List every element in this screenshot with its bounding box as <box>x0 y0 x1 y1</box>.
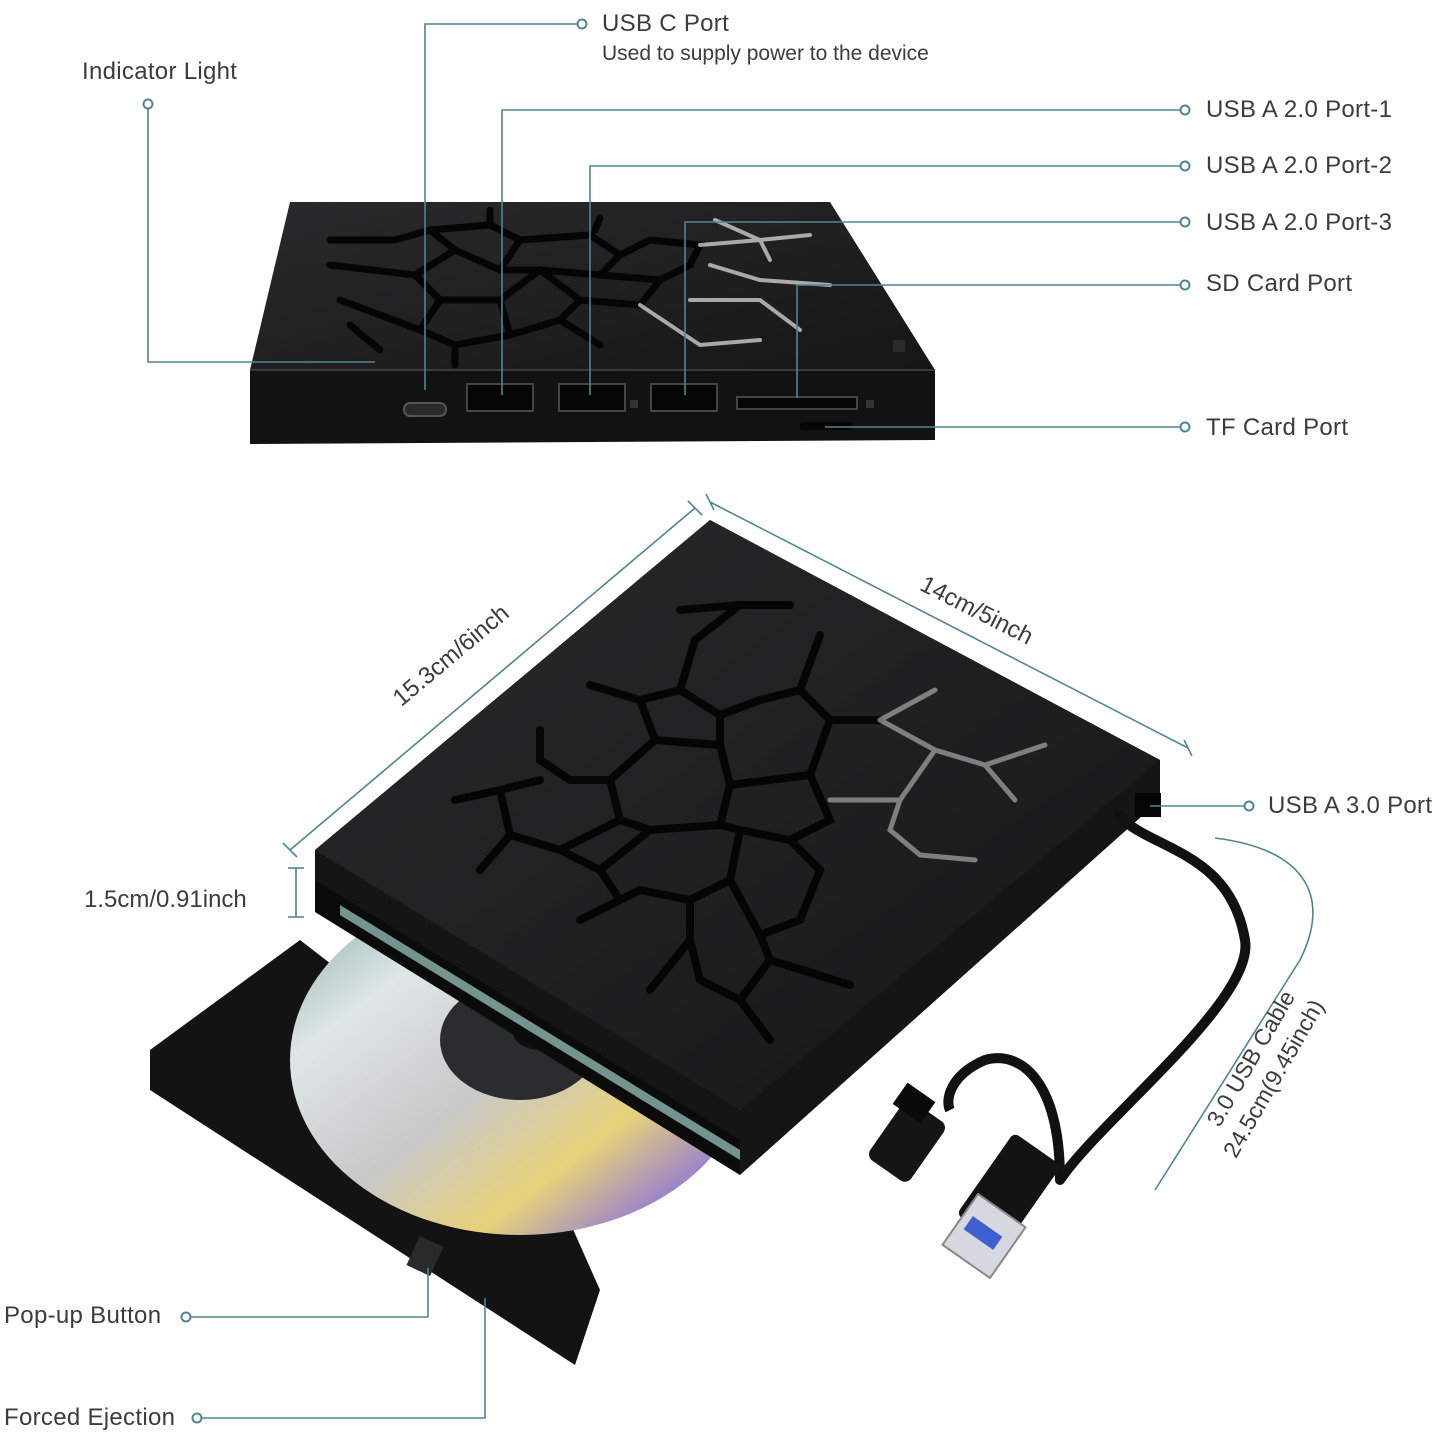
usb-a-port-3-graphic <box>650 383 718 412</box>
label-popup-button: Pop-up Button <box>4 1302 162 1329</box>
usb-a-plug-blue-insert <box>963 1216 1003 1250</box>
label-usb-a-port-1: USB A 2.0 Port-1 <box>1206 96 1393 123</box>
cable-main <box>1055 810 1251 1185</box>
top-device-pattern <box>326 206 706 369</box>
label-usb-a-port-2: USB A 2.0 Port-2 <box>1206 152 1393 179</box>
usb-a-port-2-graphic <box>558 383 626 412</box>
usb-c-plug <box>869 1100 945 1182</box>
top-device-highlight <box>638 218 832 348</box>
usb-a-30-port-graphic <box>1135 793 1161 817</box>
label-usb-c-description: Used to supply power to the device <box>602 42 929 65</box>
drive-pattern <box>451 601 884 1044</box>
label-sd-card-port: SD Card Port <box>1206 270 1353 297</box>
drive-highlight <box>827 687 1048 863</box>
label-forced-ejection: Forced Ejection <box>4 1404 176 1431</box>
label-tf-card-port: TF Card Port <box>1206 414 1349 441</box>
label-usb-c-port: USB C Port <box>602 10 730 37</box>
bottom-device <box>150 520 1161 1365</box>
cable-split <box>943 1053 1065 1181</box>
popup-button-graphic <box>406 1236 444 1276</box>
dimension-height: 1.5cm/0.91inch <box>84 886 247 913</box>
label-indicator-light: Indicator Light <box>82 58 238 85</box>
usb-cable <box>869 810 1251 1280</box>
usb-a-port-1-graphic <box>466 383 534 412</box>
label-usb-a-30-port: USB A 3.0 Port <box>1268 792 1433 819</box>
tf-card-slot-graphic <box>800 422 852 430</box>
usb-c-port-graphic <box>403 402 447 417</box>
label-usb-a-port-3: USB A 2.0 Port-3 <box>1206 209 1393 236</box>
top-device <box>250 202 935 444</box>
leader-lines <box>142 18 1314 1424</box>
sd-card-slot-graphic <box>736 396 858 410</box>
drive-top-surface <box>315 520 1160 1110</box>
